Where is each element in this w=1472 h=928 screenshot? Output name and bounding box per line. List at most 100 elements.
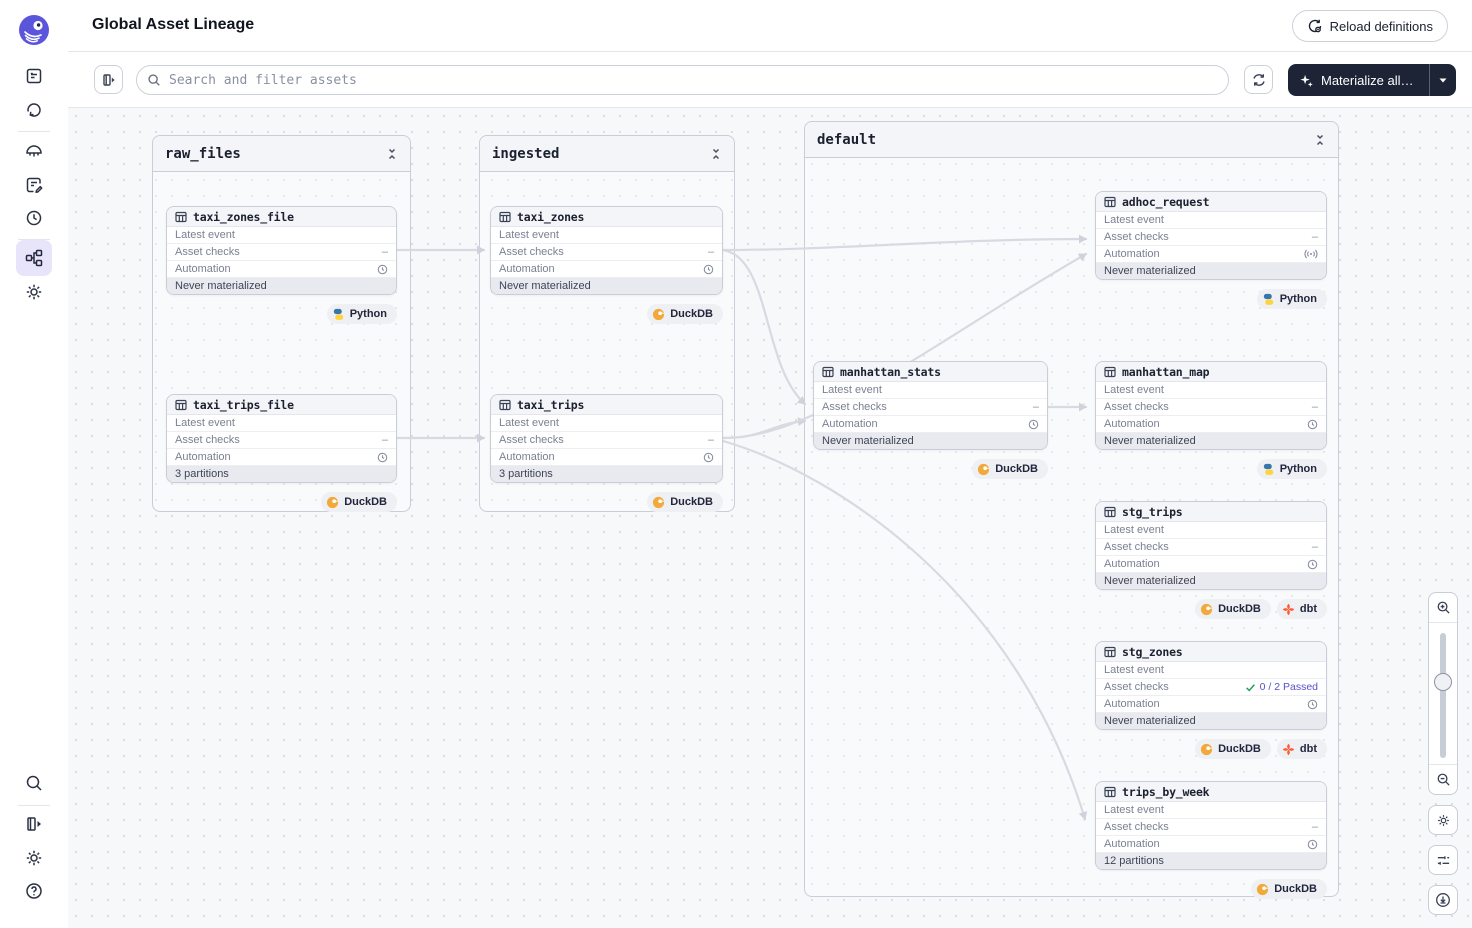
materialize-all-main[interactable]: Materialize all… bbox=[1288, 73, 1429, 88]
lineage-canvas[interactable]: raw_files ingested default bbox=[68, 108, 1472, 928]
collapse-group-icon[interactable] bbox=[710, 148, 722, 160]
graph-filters-button[interactable] bbox=[1428, 845, 1458, 875]
refresh-graph-button[interactable] bbox=[1244, 65, 1273, 94]
asset-node-taxi-trips[interactable]: taxi_trips Latest event Asset checks– Au… bbox=[490, 394, 723, 483]
sidebar-item-runs[interactable] bbox=[16, 92, 52, 128]
sidebar-item-expand-panel[interactable] bbox=[16, 806, 52, 842]
zoom-out-button[interactable] bbox=[1429, 764, 1457, 794]
asset-node-taxi-zones-file[interactable]: taxi_zones_file Latest event Asset check… bbox=[166, 206, 397, 295]
compute-kind-badge[interactable]: dbt bbox=[1276, 599, 1327, 619]
expand-panel-icon bbox=[27, 817, 41, 831]
latest-event-row: Latest event bbox=[1096, 382, 1326, 399]
dagster-logo[interactable] bbox=[18, 14, 50, 46]
asset-node-taxi-zones[interactable]: taxi_zones Latest event Asset checks– Au… bbox=[490, 206, 723, 295]
sidebar-item-jobs[interactable] bbox=[16, 167, 52, 203]
collapse-group-icon[interactable] bbox=[386, 148, 398, 160]
storage-kind-badge[interactable]: DuckDB bbox=[647, 304, 723, 324]
asset-node-header[interactable]: manhattan_stats bbox=[814, 362, 1047, 382]
asset-checks-row: Asset checks– bbox=[1096, 399, 1326, 416]
compute-kind-badge[interactable]: Python bbox=[326, 304, 397, 324]
download-icon bbox=[1436, 893, 1450, 907]
asset-node-manhattan-map[interactable]: manhattan_map Latest event Asset checks–… bbox=[1095, 361, 1327, 450]
compute-kind-badge[interactable]: Python bbox=[1256, 289, 1327, 309]
reload-definitions-button[interactable]: Reload definitions bbox=[1291, 10, 1448, 42]
sidebar-item-search[interactable] bbox=[16, 765, 52, 801]
zoom-slider-track[interactable] bbox=[1440, 633, 1446, 758]
collapse-sidebar-panel-button[interactable] bbox=[94, 65, 123, 94]
group-title: default bbox=[817, 131, 877, 148]
asset-checks-row: Asset checks– bbox=[1096, 539, 1326, 556]
storage-kind-badge[interactable]: DuckDB bbox=[1195, 739, 1271, 759]
zoom-in-button[interactable] bbox=[1429, 593, 1457, 623]
storage-kind-badge[interactable]: DuckDB bbox=[1251, 879, 1327, 899]
asset-node-header[interactable]: manhattan_map bbox=[1096, 362, 1326, 382]
lineage-icon bbox=[25, 249, 43, 267]
asset-node-header[interactable]: stg_trips bbox=[1096, 502, 1326, 522]
asset-node-stg-trips[interactable]: stg_trips Latest event Asset checks– Aut… bbox=[1095, 501, 1327, 590]
latest-event-row: Latest event bbox=[1096, 662, 1326, 679]
compute-kind-badge[interactable]: Python bbox=[1256, 459, 1327, 479]
table-icon bbox=[499, 211, 511, 222]
sidebar-item-lineage[interactable] bbox=[16, 240, 52, 276]
compute-kind-badge[interactable]: dbt bbox=[1276, 739, 1327, 759]
storage-kind-badge[interactable]: DuckDB bbox=[647, 492, 723, 512]
table-icon bbox=[175, 399, 187, 410]
asset-node-header[interactable]: taxi_zones bbox=[491, 207, 722, 227]
sidebar-item-schedules[interactable] bbox=[16, 200, 52, 236]
graph-settings-button[interactable] bbox=[1428, 805, 1458, 835]
latest-event-row: Latest event bbox=[1096, 212, 1326, 229]
table-icon bbox=[1104, 506, 1116, 517]
asset-node-header[interactable]: taxi_trips_file bbox=[167, 395, 396, 415]
automation-row: Automation bbox=[1096, 696, 1326, 713]
asset-node-header[interactable]: trips_by_week bbox=[1096, 782, 1326, 802]
duckdb-icon bbox=[1257, 883, 1269, 895]
asset-node-taxi-trips-file[interactable]: taxi_trips_file Latest event Asset check… bbox=[166, 394, 397, 483]
asset-node-header[interactable]: taxi_zones_file bbox=[167, 207, 396, 227]
search-input[interactable] bbox=[136, 65, 1229, 95]
duckdb-icon bbox=[653, 496, 665, 508]
clock-icon bbox=[377, 452, 388, 462]
partitions-status: 12 partitions bbox=[1096, 853, 1326, 869]
storage-kind-badge[interactable]: DuckDB bbox=[1195, 599, 1271, 619]
clock-icon bbox=[1307, 839, 1318, 849]
help-icon bbox=[26, 883, 42, 899]
sidebar-item-deployment[interactable] bbox=[16, 133, 52, 169]
materialization-status: Never materialized bbox=[491, 278, 722, 294]
materialize-options-caret[interactable] bbox=[1429, 64, 1456, 96]
collapse-group-icon[interactable] bbox=[1314, 134, 1326, 146]
left-nav-sidebar bbox=[0, 0, 68, 928]
lineage-toolbar: Materialize all… bbox=[68, 52, 1472, 108]
asset-name: taxi_trips bbox=[517, 397, 585, 412]
sidebar-item-user-settings[interactable] bbox=[16, 840, 52, 876]
storage-kind-badge[interactable]: DuckDB bbox=[321, 492, 397, 512]
gear-icon bbox=[26, 850, 42, 866]
sidebar-item-settings[interactable] bbox=[16, 274, 52, 310]
storage-kind-badge[interactable]: DuckDB bbox=[972, 459, 1048, 479]
latest-event-row: Latest event bbox=[1096, 522, 1326, 539]
search-icon bbox=[148, 74, 160, 86]
asset-node-header[interactable]: taxi_trips bbox=[491, 395, 722, 415]
asset-checks-row: Asset checks 0 / 2 Passed bbox=[1096, 679, 1326, 696]
asset-node-stg-zones[interactable]: stg_zones Latest event Asset checks 0 / … bbox=[1095, 641, 1327, 730]
gear-icon bbox=[1437, 814, 1449, 826]
sidebar-divider bbox=[18, 239, 50, 240]
zoom-slider-handle[interactable] bbox=[1434, 673, 1452, 691]
checks-passed-status[interactable]: 0 / 2 Passed bbox=[1245, 681, 1318, 693]
sidebar-item-help[interactable] bbox=[16, 873, 52, 909]
chevron-down-icon bbox=[1439, 78, 1447, 83]
materialization-status: Never materialized bbox=[167, 278, 396, 294]
automation-row: Automation bbox=[167, 449, 396, 466]
asset-node-manhattan-stats[interactable]: manhattan_stats Latest event Asset check… bbox=[813, 361, 1048, 450]
download-graph-button[interactable] bbox=[1428, 885, 1458, 915]
gear-icon bbox=[26, 284, 42, 300]
asset-node-header[interactable]: stg_zones bbox=[1096, 642, 1326, 662]
asset-node-adhoc-request[interactable]: adhoc_request Latest event Asset checks–… bbox=[1095, 191, 1327, 280]
automation-row: Automation bbox=[491, 449, 722, 466]
asset-node-trips-by-week[interactable]: trips_by_week Latest event Asset checks–… bbox=[1095, 781, 1327, 870]
automation-row: Automation bbox=[1096, 836, 1326, 853]
materialize-all-button[interactable]: Materialize all… bbox=[1288, 64, 1456, 96]
sidebar-item-overview[interactable] bbox=[16, 58, 52, 94]
asset-checks-row: Asset checks– bbox=[1096, 229, 1326, 246]
zoom-control bbox=[1428, 592, 1458, 795]
asset-node-header[interactable]: adhoc_request bbox=[1096, 192, 1326, 212]
